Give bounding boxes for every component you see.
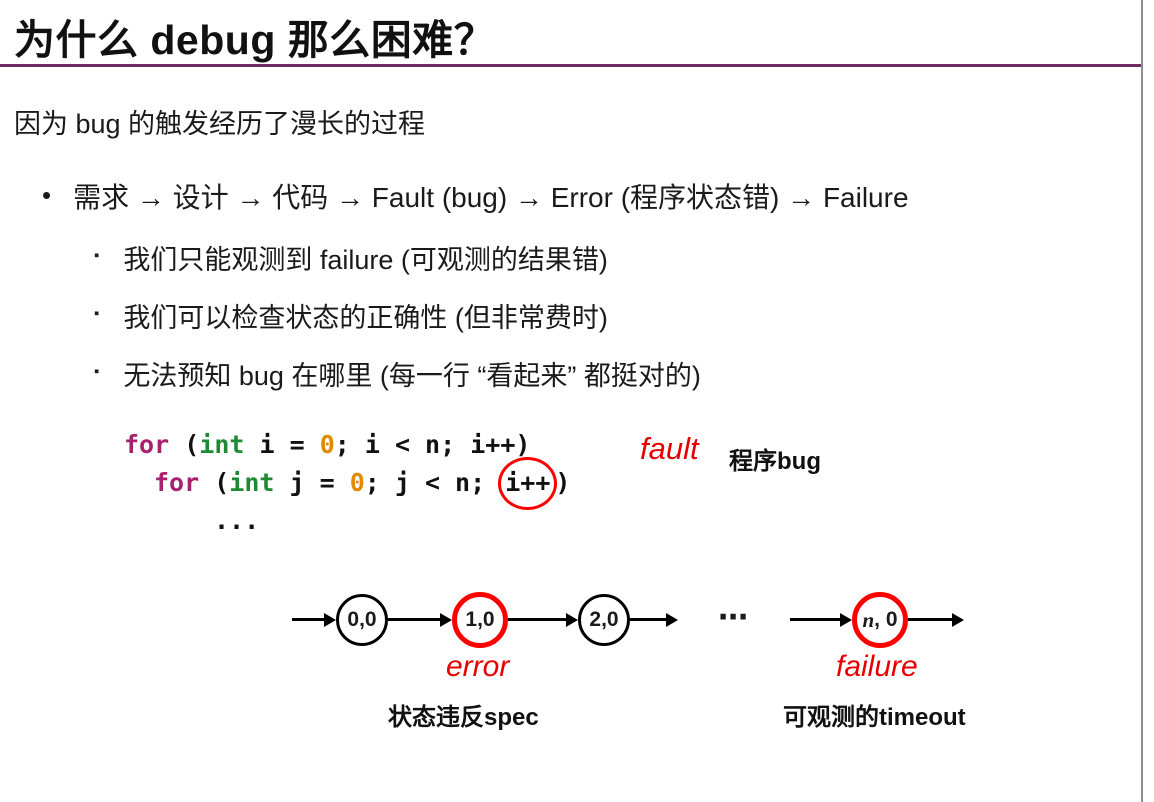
arrow-out-of-2 bbox=[630, 612, 678, 627]
code-number: 0 bbox=[349, 468, 365, 497]
code-text: ; i < n; i++) bbox=[334, 430, 531, 459]
code-text: i = bbox=[244, 430, 320, 459]
arrow-into-state-0 bbox=[292, 612, 336, 627]
state-label: 2,0 bbox=[589, 608, 619, 631]
title-divider bbox=[0, 64, 1143, 67]
code-keyword: for bbox=[124, 430, 170, 459]
ellipsis-dots: ⋯ bbox=[718, 601, 750, 634]
arrow-out-of-n bbox=[908, 612, 964, 627]
code-text: j = bbox=[274, 468, 350, 497]
subpoint-unknown-bug-location: ▪ 无法预知 bug 在哪里 (每一行 “看起来” 都挺对的) bbox=[94, 354, 701, 393]
square-bullet-icon: ▪ bbox=[94, 247, 100, 264]
bug-highlight-circle: i++ bbox=[498, 457, 558, 510]
intro-text: 因为 bug 的触发经历了漫长的过程 bbox=[14, 109, 426, 139]
square-bullet-icon: ▪ bbox=[94, 363, 100, 380]
square-bullet-icon: ▪ bbox=[94, 305, 100, 322]
code-keyword: for bbox=[154, 468, 200, 497]
subpoint-text: 无法预知 bug 在哪里 (每一行 “看起来” 都挺对的) bbox=[123, 361, 701, 391]
code-text: ; j < n; bbox=[364, 468, 501, 497]
code-line-2: for (int j = 0; j < n; i++) bbox=[154, 457, 571, 510]
state-label: 0,0 bbox=[347, 608, 377, 631]
subpoint-check-state: ▪ 我们可以检查状态的正确性 (但非常费时) bbox=[94, 296, 608, 335]
code-number: 0 bbox=[319, 430, 335, 459]
process-chain-item: • 需求 → 设计 → 代码 → Fault (bug) → Error (程序… bbox=[42, 176, 909, 216]
error-caption: 状态违反spec bbox=[388, 704, 539, 731]
failure-caption: 可观测的timeout bbox=[783, 704, 966, 731]
fault-note: 程序bug bbox=[729, 448, 821, 475]
code-type: int bbox=[199, 430, 245, 459]
state-node-0-0: 0,0 bbox=[336, 594, 388, 646]
arrow-0-to-1 bbox=[388, 612, 452, 627]
subpoint-text: 我们只能观测到 failure (可观测的结果错) bbox=[123, 245, 608, 275]
subpoint-text: 我们可以检查状态的正确性 (但非常费时) bbox=[123, 303, 608, 333]
arrow-into-n bbox=[790, 612, 852, 627]
code-line-3: ... bbox=[214, 506, 260, 535]
state-label: 1,0 bbox=[465, 608, 495, 631]
slide-right-border bbox=[1141, 0, 1143, 802]
failure-annotation: failure bbox=[836, 650, 918, 683]
state-node-n-0-failure: n, 0 bbox=[852, 592, 908, 648]
state-label-var: n bbox=[862, 607, 875, 632]
error-annotation: error bbox=[446, 650, 510, 683]
state-node-2-0: 2,0 bbox=[578, 594, 630, 646]
code-text: ) bbox=[555, 468, 571, 497]
code-text: ( bbox=[199, 468, 230, 497]
state-label: , 0 bbox=[874, 608, 898, 631]
page-title: 为什么 debug 那么困难？ bbox=[14, 17, 496, 63]
code-text: ( bbox=[169, 430, 200, 459]
subpoint-observe-failure: ▪ 我们只能观测到 failure (可观测的结果错) bbox=[94, 238, 608, 277]
code-type: int bbox=[229, 468, 275, 497]
fault-annotation: fault bbox=[640, 431, 699, 466]
code-line-1: for (int i = 0; i < n; i++) bbox=[124, 430, 530, 459]
process-chain-text: 需求 → 设计 → 代码 → Fault (bug) → Error (程序状态… bbox=[73, 182, 909, 213]
bullet-icon: • bbox=[42, 180, 52, 210]
arrow-1-to-2 bbox=[508, 612, 578, 627]
state-node-1-0-error: 1,0 bbox=[452, 592, 508, 648]
